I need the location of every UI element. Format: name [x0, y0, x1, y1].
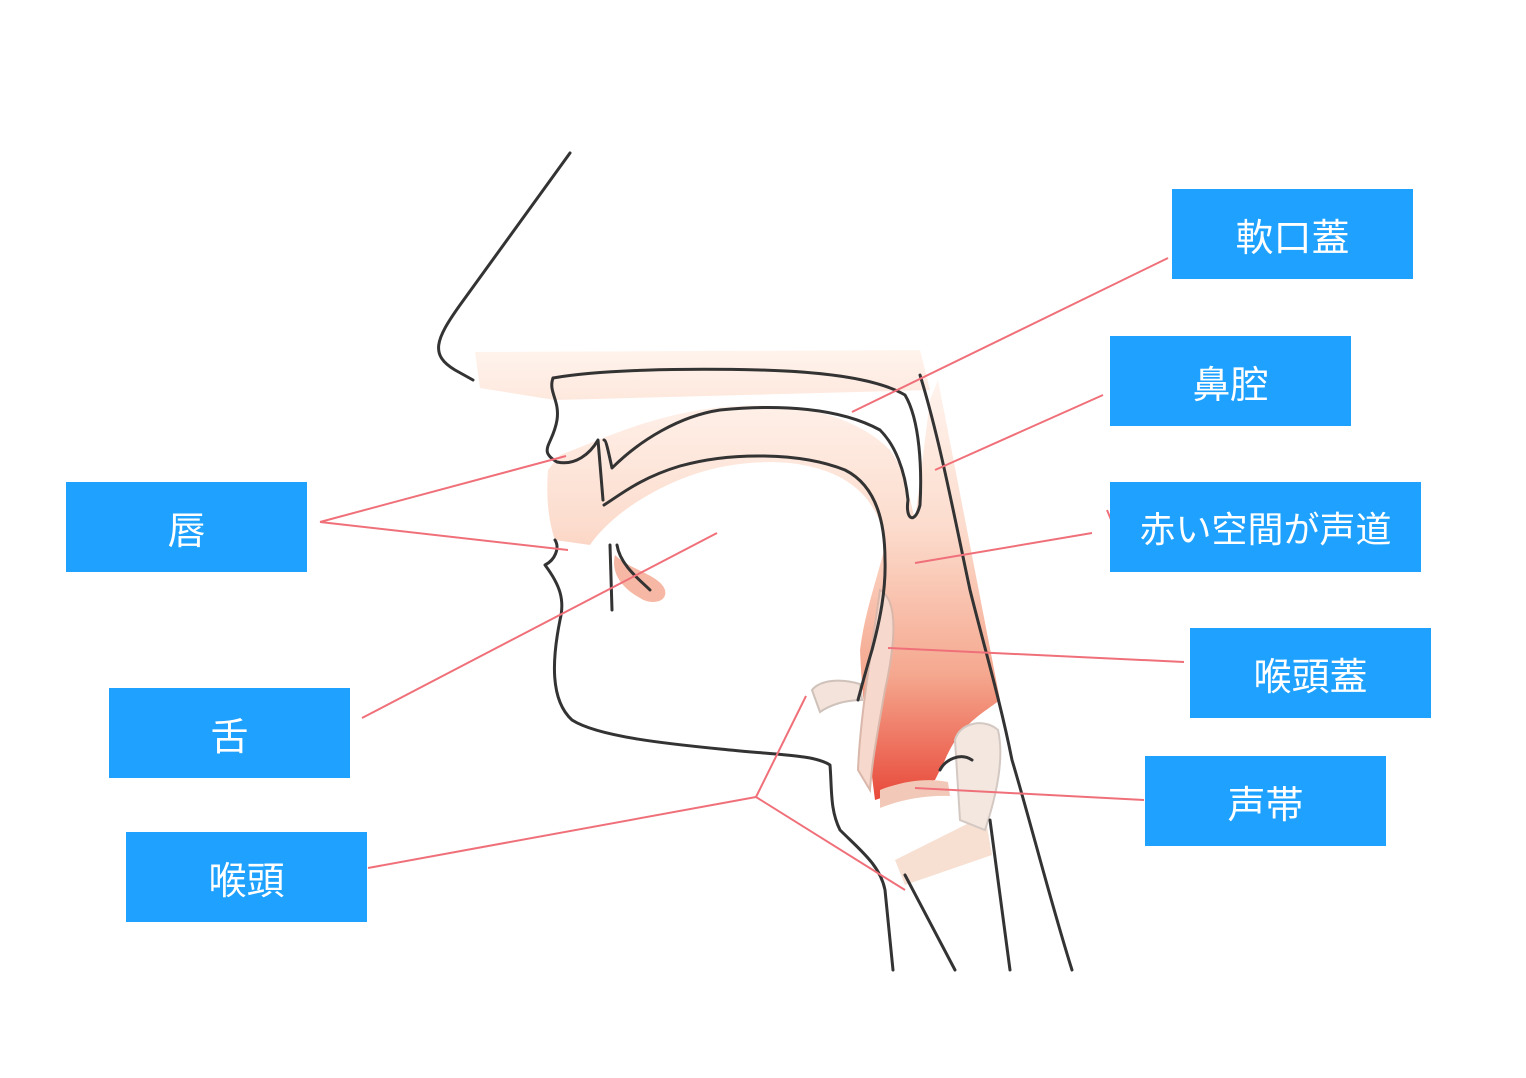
nasal-cavity-shade [475, 350, 930, 400]
leader-larynx-main [367, 796, 757, 869]
leader-tongue [361, 532, 718, 719]
larynx-label: 喉頭 [126, 832, 367, 922]
larynx-tube-shade [895, 815, 992, 885]
leader-nasal [934, 394, 1104, 471]
tongue-label: 舌 [109, 688, 350, 778]
leader-tract [914, 532, 1093, 564]
vocal-cords-label: 声帯 [1145, 756, 1386, 846]
nasal-cavity-label: 鼻腔 [1110, 336, 1351, 426]
leader-epiglottis [887, 647, 1185, 663]
vocal-tract-label: 赤い空間が声道 [1110, 482, 1421, 572]
epiglottis-shape [856, 588, 895, 794]
leader-soft-palate [851, 257, 1169, 413]
leader-lines [319, 257, 1185, 891]
head-outline [437, 151, 1074, 972]
leader-larynx-up [755, 695, 807, 798]
leader-lips-upper [319, 455, 567, 523]
epiglottis-label: 喉頭蓋 [1190, 628, 1431, 718]
vocal-cord-shade [880, 780, 950, 808]
cartilage-right [953, 722, 1002, 832]
leader-larynx-down [755, 796, 906, 891]
vocal-tract-shade [547, 380, 1000, 800]
lips-label: 唇 [66, 482, 307, 572]
leader-cords [914, 787, 1145, 801]
soft-palate-label: 軟口蓋 [1172, 189, 1413, 279]
leader-lips-lower [319, 521, 569, 551]
cartilage-left [810, 679, 864, 714]
